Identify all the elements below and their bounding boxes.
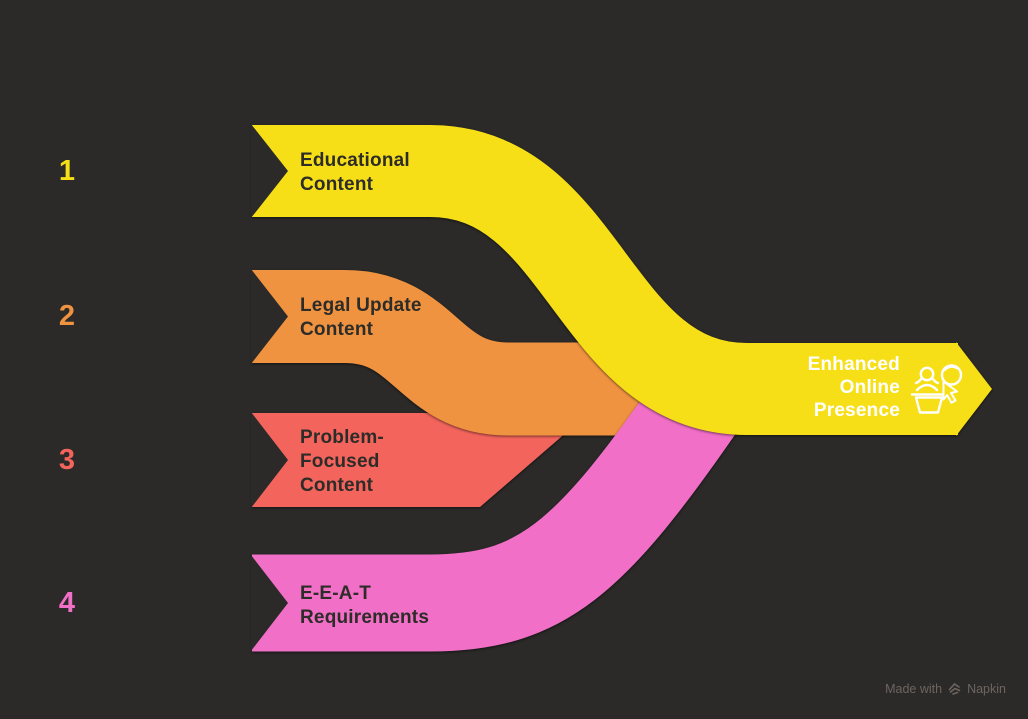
step-number-4: 4 [58, 587, 76, 619]
band-label-line: Content [300, 174, 374, 195]
band-label-line: Legal Update [300, 295, 422, 316]
output-label-enhanced-online-presence: Enhanced Online Presence [680, 353, 900, 422]
presenter-shoulders [915, 383, 939, 392]
napkin-logo-icon [948, 682, 961, 695]
step-number-1: 1 [58, 155, 76, 187]
cursor-pointer [942, 380, 958, 404]
band-label-line: Focused [300, 451, 380, 472]
presenter-podium-cursor-icon [910, 364, 963, 414]
notch-band-3 [251, 412, 288, 508]
notch-band-2 [251, 269, 288, 364]
band-label-line: Requirements [300, 607, 430, 628]
watermark-made-with-text: Made with [885, 681, 943, 696]
ribbon-legal-update-content [252, 270, 700, 436]
step-number-2: 2 [58, 300, 76, 332]
band-label-line: E-E-A-T [300, 583, 372, 604]
ribbon-educational-content [252, 125, 992, 436]
band-label-line: Educational [300, 150, 410, 171]
ribbon-educational-path [252, 125, 958, 435]
band-label-eeat-requirements: E-E-A-T Requirements [300, 582, 520, 630]
ribbon-eeat-path [252, 372, 740, 652]
notch-band-1 [251, 124, 288, 218]
ribbon-legal-update-path [252, 270, 700, 436]
output-label-line: Enhanced [807, 354, 900, 375]
output-label-line: Online [839, 377, 900, 398]
step-number-3: 3 [58, 444, 76, 476]
watermark-brand-text: Napkin [967, 681, 1006, 696]
band-label-line: Problem- [300, 427, 384, 448]
band-label-line: Content [300, 475, 374, 496]
band-label-legal-update-content: Legal Update Content [300, 294, 520, 342]
band-label-line: Content [300, 319, 374, 340]
band-label-problem-focused-content: Problem- Focused Content [300, 426, 520, 498]
presenter-hair-left [914, 377, 923, 385]
output-arrowhead [956, 342, 992, 436]
ribbon-eeat-requirements [252, 372, 740, 652]
podium-body [914, 396, 944, 414]
output-label-line: Presence [813, 400, 900, 421]
presenter-head [919, 366, 935, 382]
presenter-hair-right [931, 377, 940, 385]
online-user-hair [943, 365, 959, 372]
notch-band-4 [251, 555, 288, 651]
napkin-watermark[interactable]: Made with Napkin [885, 681, 1006, 696]
band-label-educational-content: Educational Content [300, 149, 520, 197]
